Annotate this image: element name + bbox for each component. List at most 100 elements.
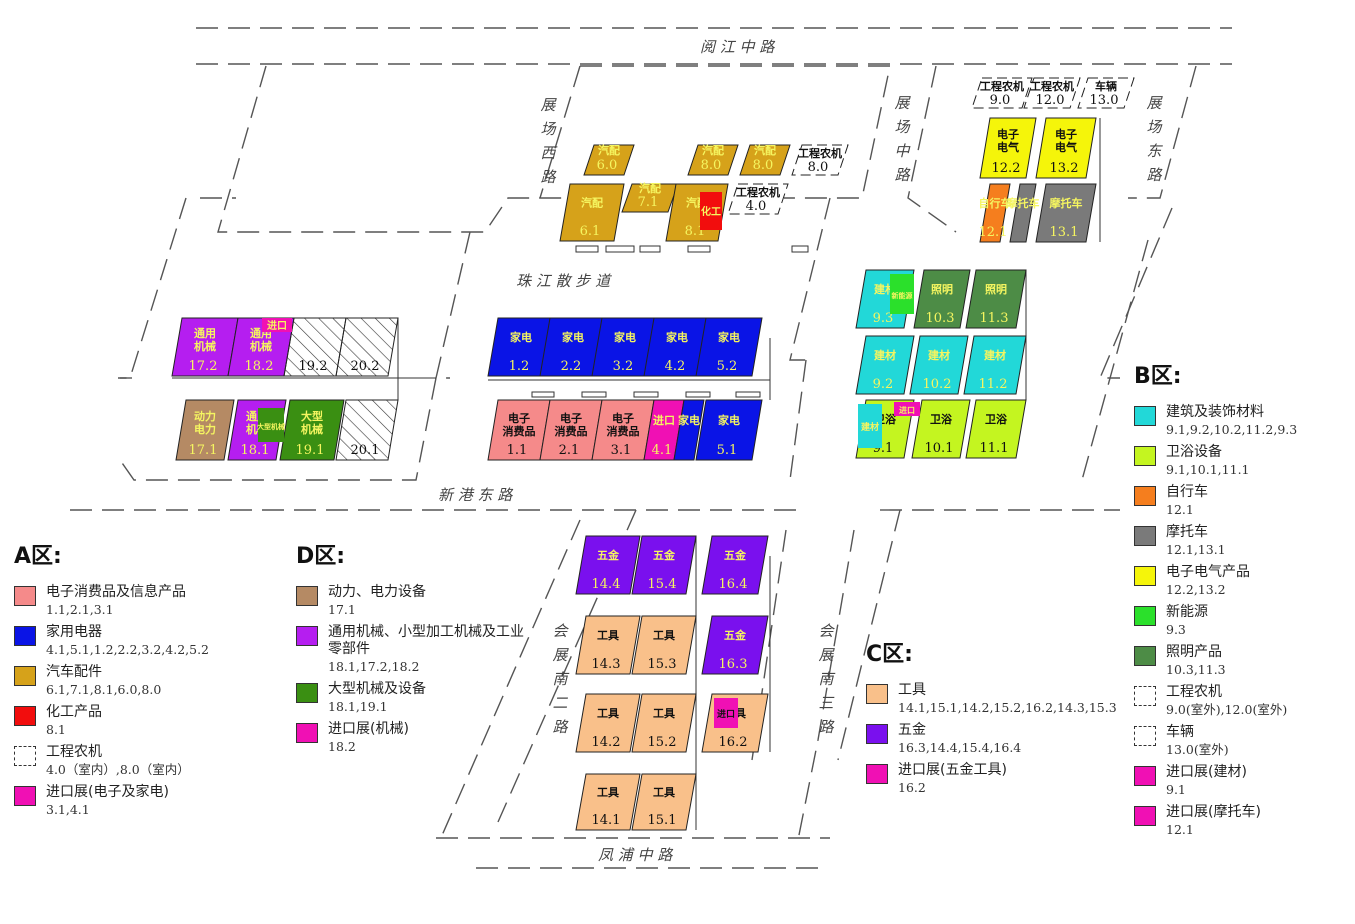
hall-12-1[interactable]: 自行车 12.1 [979, 183, 1012, 243]
hall-9-2[interactable]: 建材9.2 [855, 335, 915, 395]
hall-20-2[interactable]: 20.2 [335, 317, 399, 377]
legend-swatch [1134, 686, 1156, 706]
road-middle: 展场中路 [894, 94, 911, 184]
hall-label: 动力电力 [194, 409, 216, 436]
hall-part-33[interactable]: 家电 [673, 399, 705, 461]
hall-2-2[interactable]: 家电2.2 [539, 317, 607, 377]
hall-shape [1077, 77, 1135, 109]
hall-label: 工具 [597, 707, 619, 720]
hall-shape [911, 399, 971, 459]
hall-6-0[interactable]: 汽配6.0 [583, 143, 635, 176]
hall-shape [909, 335, 969, 395]
legend-item-detail: 12.1 [1166, 822, 1194, 837]
hall-number: 2.1 [559, 443, 580, 458]
legend-swatch [1134, 646, 1156, 666]
hall-4-1[interactable]: 进口4.1 [643, 399, 685, 461]
legend-item-detail: 10.3,11.3 [1166, 662, 1226, 677]
hall-shape [791, 144, 849, 176]
hall-20-1[interactable]: 20.1 [335, 399, 399, 461]
hall-label: 车辆 [1095, 79, 1117, 93]
legend-item-name: 工程农机 [1166, 684, 1222, 700]
legend-item-detail: 12.1 [1166, 502, 1194, 517]
hall-shape [727, 183, 789, 215]
hall-1-2[interactable]: 家电1.2 [487, 317, 555, 377]
hall-8-0[interactable]: 汽配8.0 [687, 143, 739, 176]
hall-shape [575, 693, 641, 753]
hall-shape [1009, 183, 1037, 243]
legend-c-item: 进口展(五金工具)16.2 [866, 762, 1076, 796]
legend-item-name: 进口展(摩托车) [1166, 804, 1261, 820]
hall-shape [631, 535, 697, 595]
hall-6-1[interactable]: 汽配6.1 [559, 183, 625, 242]
legend-item-detail: 12.1,13.1 [1166, 542, 1226, 557]
hall-number: 15.1 [648, 813, 677, 828]
hall-label: 五金 [724, 628, 747, 642]
hall-label: 家电 [562, 330, 584, 344]
hall-8-0[interactable]: 汽配8.0 [739, 143, 791, 176]
hall-5-2[interactable]: 家电5.2 [695, 317, 763, 377]
chem-zone-8-1-text: 化工 [701, 205, 721, 218]
hall-shape [631, 773, 697, 831]
hall-label: 汽配 [754, 143, 776, 157]
legend-item-detail: 9.0(室外),12.0(室外) [1166, 702, 1288, 717]
hall-17-1[interactable]: 动力电力 17.1 [175, 399, 235, 461]
hall-label: 自行车 [979, 196, 1012, 210]
hall-number: 17.1 [189, 443, 218, 458]
road-labels: 阅 江 中 路 珠 江 散 步 道 新 港 东 路 凤 浦 中 路 展场西路 展… [438, 38, 1163, 864]
hall-number: 11.2 [979, 377, 1008, 392]
legend-item-detail: 18.1,17.2,18.2 [328, 659, 420, 674]
hall-label: 摩托车 [1007, 196, 1040, 210]
hall-3-2[interactable]: 家电3.2 [591, 317, 659, 377]
hall-7-1[interactable]: 汽配7.1 [621, 181, 679, 213]
hall-number: 11.1 [980, 441, 1009, 456]
road-walkway: 珠 江 散 步 道 [516, 272, 612, 290]
hall-shape [971, 77, 1033, 109]
legend-item-name: 工程农机 [46, 744, 102, 760]
import-zone-9-1: 进口 [894, 402, 920, 416]
hall-5-1[interactable]: 家电5.1 [695, 399, 763, 461]
hall-19-2[interactable]: 19.2 [283, 317, 347, 377]
hall-number: 12.1 [979, 225, 1008, 240]
hall-shape [965, 269, 1027, 329]
hall-part-14[interactable]: 摩托车 [1007, 183, 1040, 243]
legend-item-name: 照明产品 [1166, 644, 1222, 660]
hall-number: 12.2 [992, 161, 1021, 176]
hall-shape [979, 117, 1037, 179]
hall-label: 家电 [718, 413, 740, 427]
hall-label: 五金 [724, 548, 747, 562]
